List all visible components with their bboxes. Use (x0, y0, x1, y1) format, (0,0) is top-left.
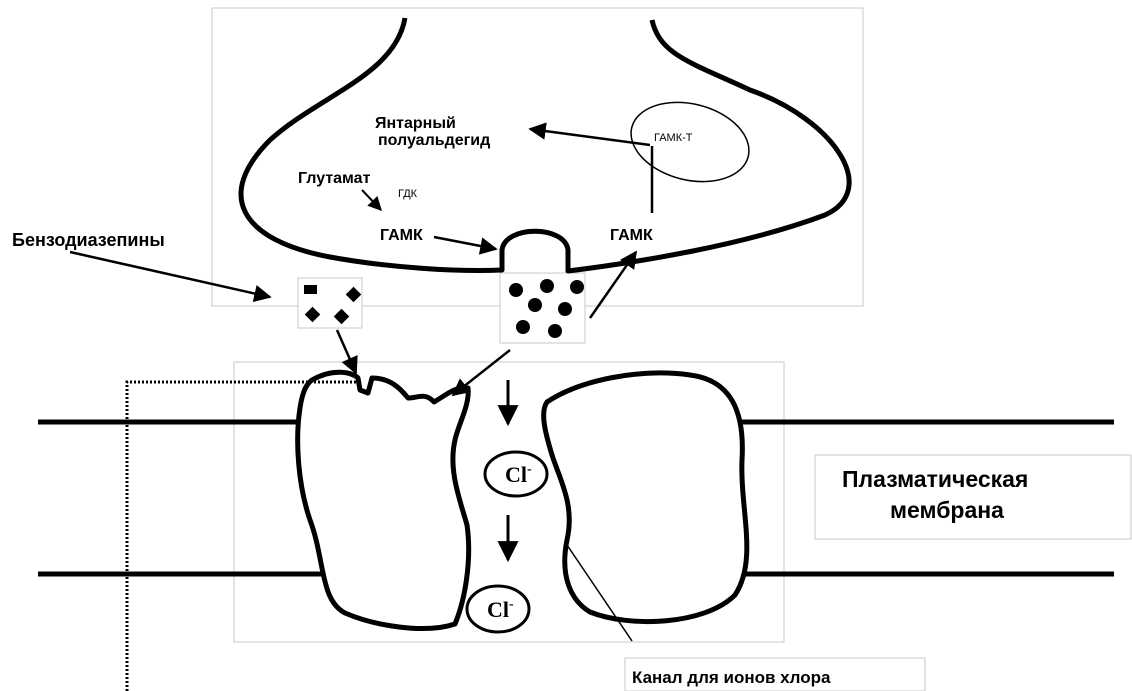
chloride-channel-label: Канал для ионов хлора (632, 668, 831, 687)
chloride-charge-bottom: - (509, 597, 514, 612)
benzodiazepine-binding-arrow (337, 330, 356, 373)
gaba-vesicle (558, 302, 572, 316)
presynaptic-frame (212, 8, 863, 306)
gaba-to-release-site-arrow (434, 237, 496, 249)
receptor-left-subunit (298, 372, 469, 628)
succinic-semialdehyde-label-line1: Янтарный (375, 115, 456, 132)
gaba-label-right: ГАМК (610, 227, 653, 244)
benzodiazepines-label-arrow (70, 252, 270, 297)
gaba-label-left: ГАМК (380, 227, 423, 244)
gaba-vesicle (509, 283, 523, 297)
plasma-membrane-label-line1: Плазматическая (842, 466, 1028, 492)
glutamate-label: Глутамат (298, 170, 371, 187)
gaba-vesicle (548, 324, 562, 338)
chloride-charge-top: - (527, 462, 532, 477)
gaba-vesicle (528, 298, 542, 312)
gaba-t-label: ГАМК-Т (654, 132, 693, 144)
plasma-membrane-label-line2: мембрана (890, 497, 1004, 523)
benzodiazepines-label: Бензодиазепины (12, 230, 165, 250)
gaba-vesicle (570, 280, 584, 294)
receptor-right-subunit (544, 373, 747, 622)
gaba-vesicle (540, 279, 554, 293)
presynaptic-terminal-outline (241, 18, 849, 271)
benzodiazepine-molecule (304, 285, 317, 294)
gaba-binding-arrow (453, 350, 510, 395)
succinic-semialdehyde-label-line2: полуальдегид (378, 132, 490, 149)
glutamate-to-gaba-arrow (362, 190, 381, 210)
gaba-vesicle (516, 320, 530, 334)
gaba-reuptake-arrow (590, 252, 636, 318)
gdk-label: ГДК (398, 188, 418, 200)
